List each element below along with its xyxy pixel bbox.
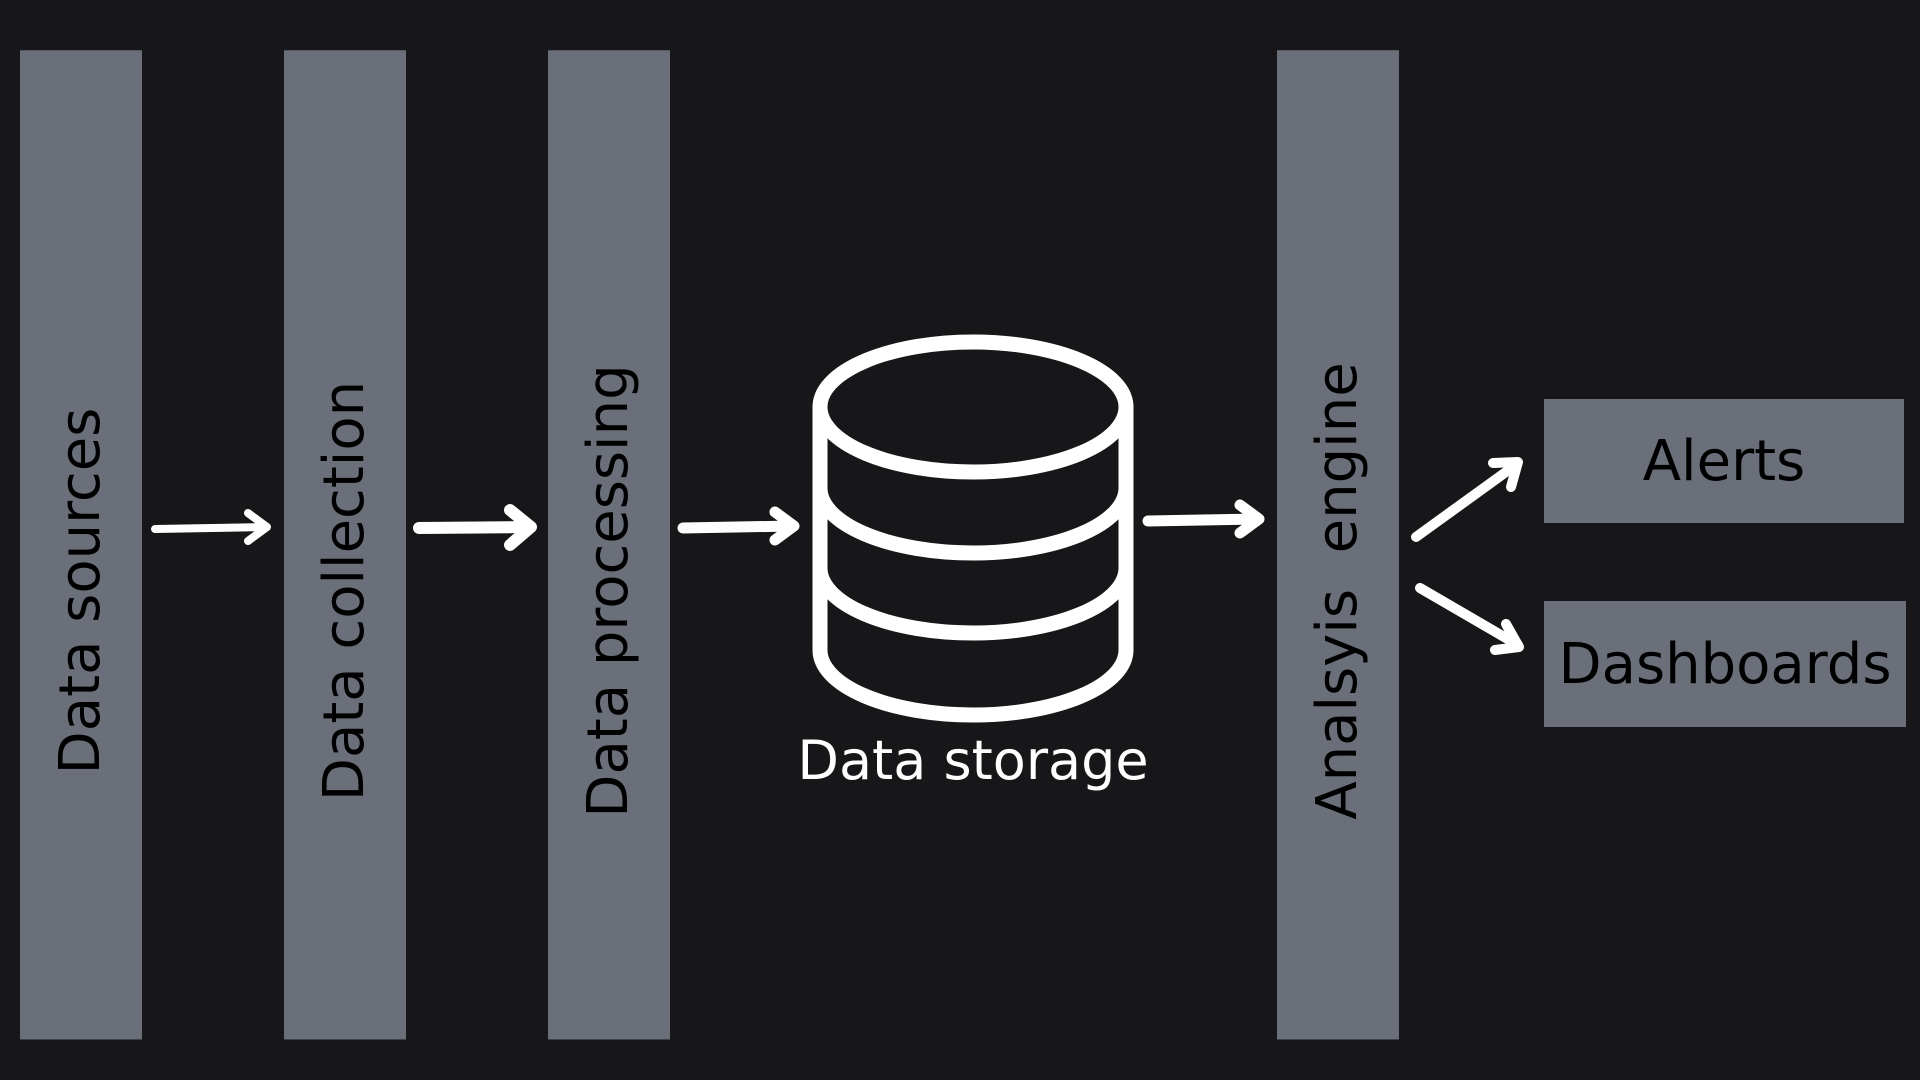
arrow-processing-to-storage: [677, 506, 800, 546]
arrow-sources-to-collection: [151, 509, 271, 545]
arrow-analysis-to-dashboards: [1415, 583, 1524, 655]
stage-data-collection: Data collection: [284, 50, 406, 1040]
storage-label: Data storage: [797, 729, 1149, 792]
database-icon: [812, 334, 1134, 723]
arrow-storage-to-analysis: [1142, 499, 1265, 539]
output-dashboards: Dashboards: [1544, 601, 1906, 727]
output-label: Dashboards: [1558, 631, 1892, 697]
stage-data-processing: Data processing: [548, 50, 670, 1040]
output-label: Alerts: [1642, 428, 1806, 494]
arrow-collection-to-processing: [413, 504, 537, 551]
output-alerts: Alerts: [1544, 399, 1904, 523]
arrow-analysis-to-alerts: [1411, 457, 1523, 542]
stage-analysis-engine: Analsyis engine: [1277, 50, 1399, 1040]
stage-data-sources: Data sources: [20, 50, 142, 1040]
